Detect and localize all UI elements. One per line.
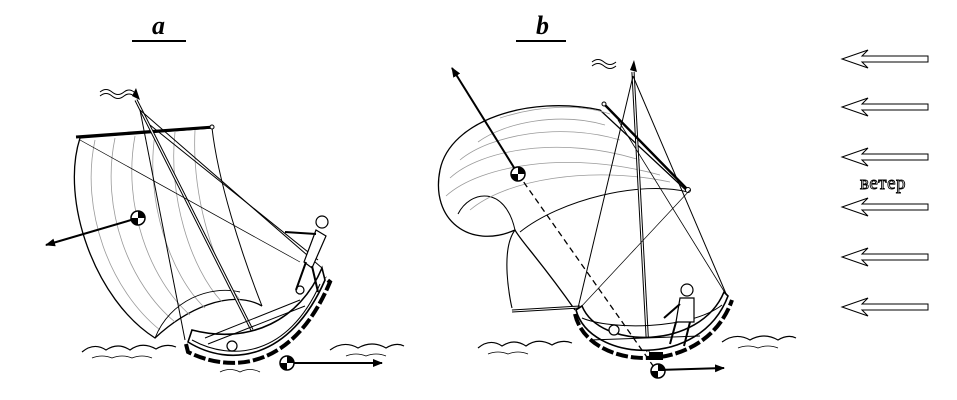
wind-arrow — [840, 297, 929, 317]
wind-arrow — [840, 97, 929, 117]
panel-a-label: a — [152, 11, 165, 40]
panel-b-boat — [437, 59, 797, 379]
lateral-centre-marker-b — [650, 363, 666, 379]
wind-arrow — [840, 147, 929, 167]
sailor-a — [284, 215, 329, 293]
wind-arrow — [840, 197, 929, 217]
panel-b-label: b — [536, 11, 549, 40]
sail-force-arrow-a — [45, 217, 139, 247]
sailor-b — [663, 283, 695, 347]
wind-arrow — [840, 49, 929, 69]
sail-centre-marker-b — [510, 166, 526, 182]
sail-centre-marker-a — [130, 210, 146, 226]
resistance-arrow-b — [657, 364, 725, 373]
wind-label: ветер — [860, 173, 906, 194]
sail-force-arrow-b — [451, 67, 519, 175]
wind-arrow — [840, 247, 929, 267]
panel-a-boat — [45, 88, 405, 373]
wind-arrows — [840, 49, 929, 317]
lateral-centre-marker-a — [279, 355, 295, 371]
